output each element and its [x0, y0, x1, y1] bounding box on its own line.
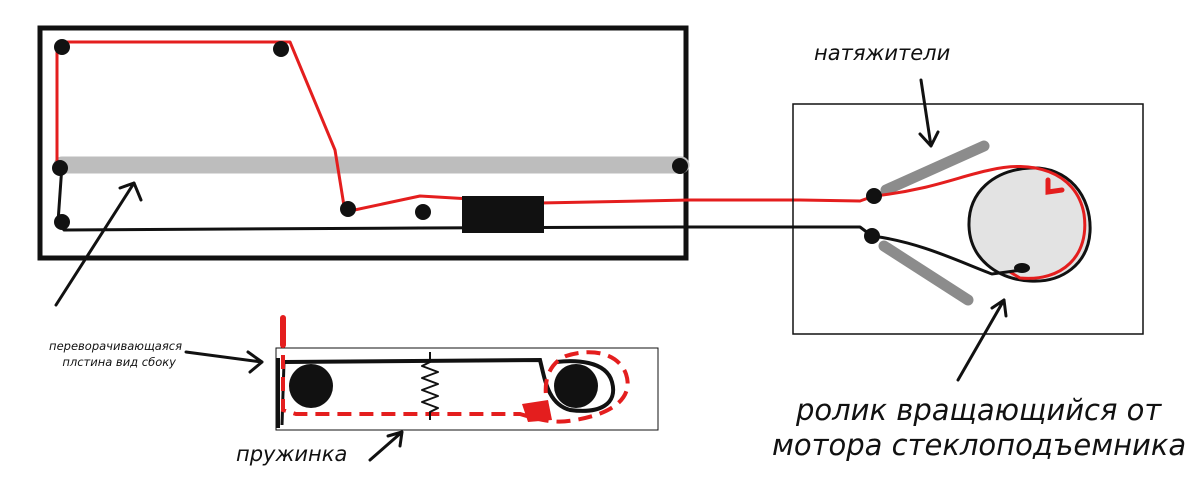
arrow-to-spring: [368, 430, 404, 462]
label-roller-line2: мотора стеклоподъемника: [772, 428, 1186, 462]
pulley-top-middle: [273, 41, 289, 57]
black-cable-anchor: [1014, 263, 1030, 273]
red-cable-path: [56, 40, 875, 214]
red-cable-anchor: [1045, 177, 1065, 195]
motor-roller: [967, 166, 1092, 283]
label-plate-line1: переворачивающаяся: [49, 339, 182, 353]
tensioner-bar-upper: [880, 140, 990, 196]
black-cable-wrap: [871, 234, 1023, 276]
label-roller-line1: ролик вращающийся от: [795, 393, 1162, 427]
black-belt-return: [280, 361, 286, 426]
roller-box: [792, 103, 1144, 335]
label-tensioners: натяжители: [814, 41, 950, 65]
side-roller-right: [554, 364, 598, 408]
rail-end-left: [52, 160, 68, 176]
tensioner-pivot-lower: [864, 228, 880, 244]
spring-coil: [421, 352, 439, 420]
cable-clamp-block: [462, 196, 544, 233]
main-frame: [37, 25, 689, 261]
side-roller-left: [289, 364, 333, 408]
arrow-to-roller: [956, 298, 1008, 382]
red-clip: [522, 400, 552, 422]
pulley-low-right: [415, 204, 431, 220]
label-spring: пружинка: [236, 442, 347, 466]
arrow-to-side-view: [184, 350, 264, 374]
pulley-low-middle: [340, 201, 356, 217]
tensioner-pivot-upper: [866, 188, 882, 204]
rail-end-right: [672, 158, 688, 174]
red-dashed-loop: [281, 350, 630, 424]
pulley-top-left: [54, 39, 70, 55]
pulley-bottom-left: [54, 214, 70, 230]
tensioner-bar-lower: [878, 240, 974, 306]
label-plate-line2: плстина вид сбоку: [62, 355, 176, 369]
arrow-to-rail: [54, 181, 143, 307]
arrow-to-tensioner: [918, 78, 940, 148]
red-cable-wrap: [873, 164, 1087, 280]
